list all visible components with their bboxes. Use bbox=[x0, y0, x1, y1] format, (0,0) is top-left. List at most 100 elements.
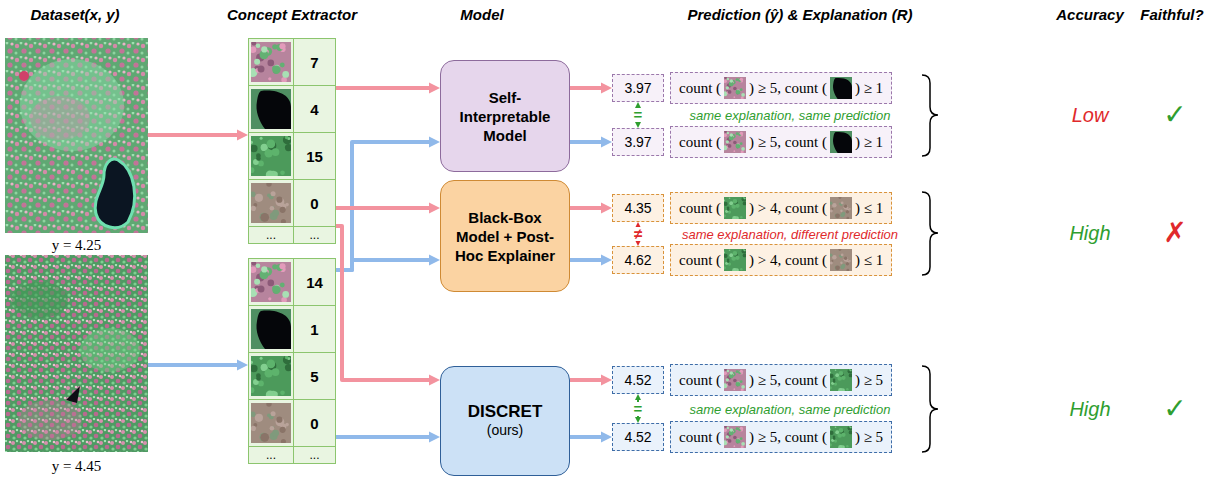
connector-arrow bbox=[148, 133, 237, 137]
ellipsis: ... bbox=[266, 449, 276, 461]
patch-speck bbox=[727, 427, 730, 430]
patch-speck bbox=[835, 426, 837, 428]
curly-brace bbox=[922, 192, 938, 275]
patch-speck bbox=[281, 219, 286, 223]
patch-speck bbox=[724, 214, 726, 217]
patch-ground bbox=[251, 42, 291, 82]
patch-speck bbox=[730, 133, 733, 136]
concept-patch bbox=[251, 356, 291, 396]
patch-speck bbox=[844, 256, 847, 259]
patch-speck bbox=[730, 428, 733, 431]
patch-speck bbox=[736, 439, 741, 444]
prediction-value: 4.62 bbox=[624, 252, 651, 268]
rule-text: ) ≥ 5, count ( bbox=[749, 372, 827, 389]
patch-hole bbox=[833, 132, 852, 153]
patch-speck bbox=[724, 266, 726, 269]
patch-speck bbox=[835, 265, 840, 270]
patch-speck bbox=[285, 144, 291, 151]
patch-speck bbox=[740, 437, 743, 440]
patch-ground bbox=[830, 426, 852, 448]
patch-speck bbox=[732, 256, 737, 261]
patch-speck bbox=[280, 63, 285, 68]
patch-speck bbox=[734, 96, 736, 98]
patch-speck bbox=[271, 411, 276, 416]
patch-speck bbox=[730, 79, 733, 82]
ellipsis: ... bbox=[309, 229, 319, 241]
connector-arrow bbox=[336, 206, 429, 210]
patch-speck bbox=[254, 59, 260, 65]
patch-speck bbox=[830, 386, 832, 389]
table-row: 0 bbox=[249, 400, 335, 447]
patch-speck bbox=[724, 252, 725, 254]
table-cell bbox=[249, 353, 294, 399]
patch-speck bbox=[251, 361, 253, 364]
patch-speck bbox=[272, 66, 280, 74]
patch-speck bbox=[728, 144, 732, 148]
connector-arrow bbox=[570, 86, 601, 90]
patch-speck bbox=[741, 96, 744, 99]
curly-brace bbox=[922, 75, 938, 156]
patch-speck bbox=[258, 161, 264, 167]
patch-speck bbox=[841, 210, 843, 212]
patch-speck bbox=[285, 356, 289, 359]
patch-speck bbox=[285, 136, 289, 139]
braces bbox=[922, 75, 938, 452]
edge-symbol: = bbox=[632, 108, 645, 122]
patch-speck bbox=[268, 297, 271, 300]
concept-patch bbox=[724, 197, 746, 219]
patch-speck bbox=[849, 208, 851, 210]
explanation-box: count () ≥ 5, count () ≥ 1 bbox=[670, 126, 892, 158]
table-cell: 0 bbox=[294, 400, 335, 446]
concept-patch bbox=[830, 249, 852, 271]
patch-speck bbox=[741, 442, 745, 446]
rule-text: count ( bbox=[679, 252, 721, 269]
rule-text: ) ≥ 5, count ( bbox=[749, 429, 827, 446]
patch-speck bbox=[835, 369, 837, 371]
rule-text: ) > 4, count ( bbox=[749, 252, 827, 269]
patch-speck bbox=[267, 360, 276, 369]
patch-speck bbox=[840, 210, 843, 213]
patch-speck bbox=[838, 388, 843, 391]
patch-speck bbox=[254, 279, 260, 285]
concept-patch bbox=[251, 42, 291, 82]
patch-speck bbox=[841, 376, 845, 380]
patch-speck bbox=[272, 210, 279, 217]
image-spot bbox=[19, 71, 29, 81]
count-value: 0 bbox=[310, 195, 318, 212]
patch-speck bbox=[830, 202, 832, 205]
patch-ground bbox=[251, 356, 291, 396]
rule-text: ) > 4, count ( bbox=[749, 200, 827, 217]
patch-speck bbox=[839, 249, 842, 251]
concept-patch bbox=[830, 77, 852, 99]
rule-text: ) ≥ 1 bbox=[855, 134, 883, 151]
patch-speck bbox=[724, 428, 727, 432]
patch-speck bbox=[848, 426, 850, 428]
patch-speck bbox=[837, 376, 842, 381]
rule-text: ) ≥ 5 bbox=[855, 429, 883, 446]
concept-patch bbox=[830, 426, 852, 448]
prediction-value: 4.35 bbox=[624, 200, 651, 216]
concept-patch bbox=[724, 77, 746, 99]
model-name: Self-Interpretable Model bbox=[451, 88, 559, 145]
patch-speck bbox=[265, 369, 273, 377]
connector-arrow bbox=[570, 378, 601, 382]
patch-speck bbox=[727, 208, 730, 211]
satellite-image-top bbox=[5, 38, 148, 233]
concept-patch bbox=[830, 197, 852, 219]
patch-speck bbox=[281, 77, 287, 82]
table-cell bbox=[249, 133, 294, 179]
patch-ground bbox=[830, 197, 852, 219]
patch-speck bbox=[842, 264, 846, 268]
patch-speck bbox=[276, 197, 285, 206]
rule-text: ) ≥ 5 bbox=[855, 372, 883, 389]
table-cell: ... bbox=[294, 447, 335, 463]
patch-ground bbox=[724, 249, 746, 271]
concept-patch bbox=[830, 369, 852, 391]
patch-ground bbox=[251, 183, 291, 223]
patch-speck bbox=[839, 203, 841, 205]
patch-speck bbox=[729, 249, 731, 251]
patch-speck bbox=[736, 382, 741, 387]
ellipsis: ... bbox=[266, 229, 276, 241]
comparison-note: same explanation, same prediction bbox=[690, 402, 891, 417]
patch-speck bbox=[849, 373, 852, 377]
